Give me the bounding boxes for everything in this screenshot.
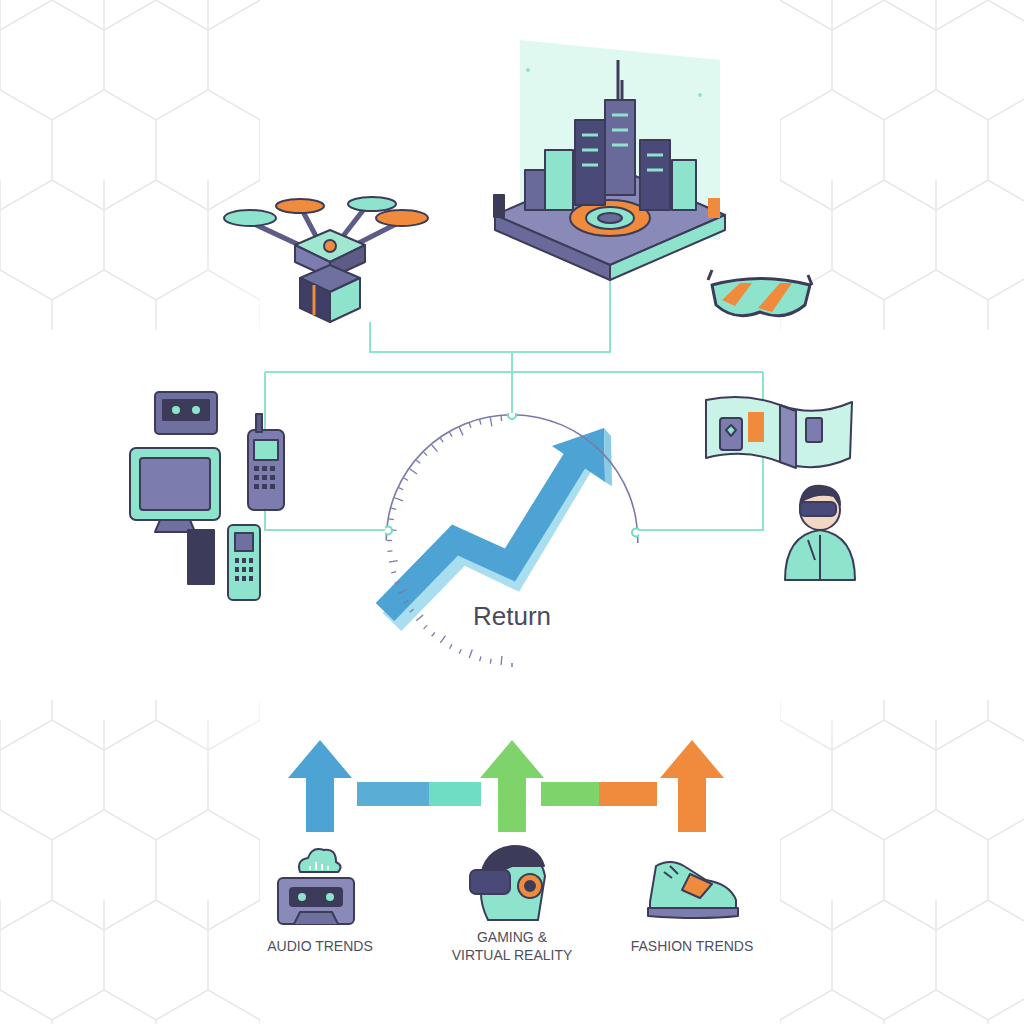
- retro-devices: [130, 392, 284, 600]
- gauge-label: Return: [473, 601, 551, 632]
- city-icon: [494, 40, 725, 280]
- timeline-arrows: [288, 740, 724, 832]
- category-label: AUDIO TRENDS: [235, 938, 405, 956]
- cassette-icon: [278, 849, 354, 924]
- gauge-node: Return: [385, 413, 639, 667]
- vr-panel: [706, 397, 855, 580]
- growth-arrow: [385, 428, 612, 622]
- keypad-dots: [235, 466, 275, 581]
- vr-head-icon: [470, 846, 545, 920]
- goggles-icon: [708, 270, 812, 316]
- drone-icon: [224, 197, 428, 322]
- category-label: FASHION TRENDS: [607, 938, 777, 956]
- category-label: GAMING & VIRTUAL REALITY: [448, 929, 576, 964]
- sneaker-icon: [648, 862, 738, 918]
